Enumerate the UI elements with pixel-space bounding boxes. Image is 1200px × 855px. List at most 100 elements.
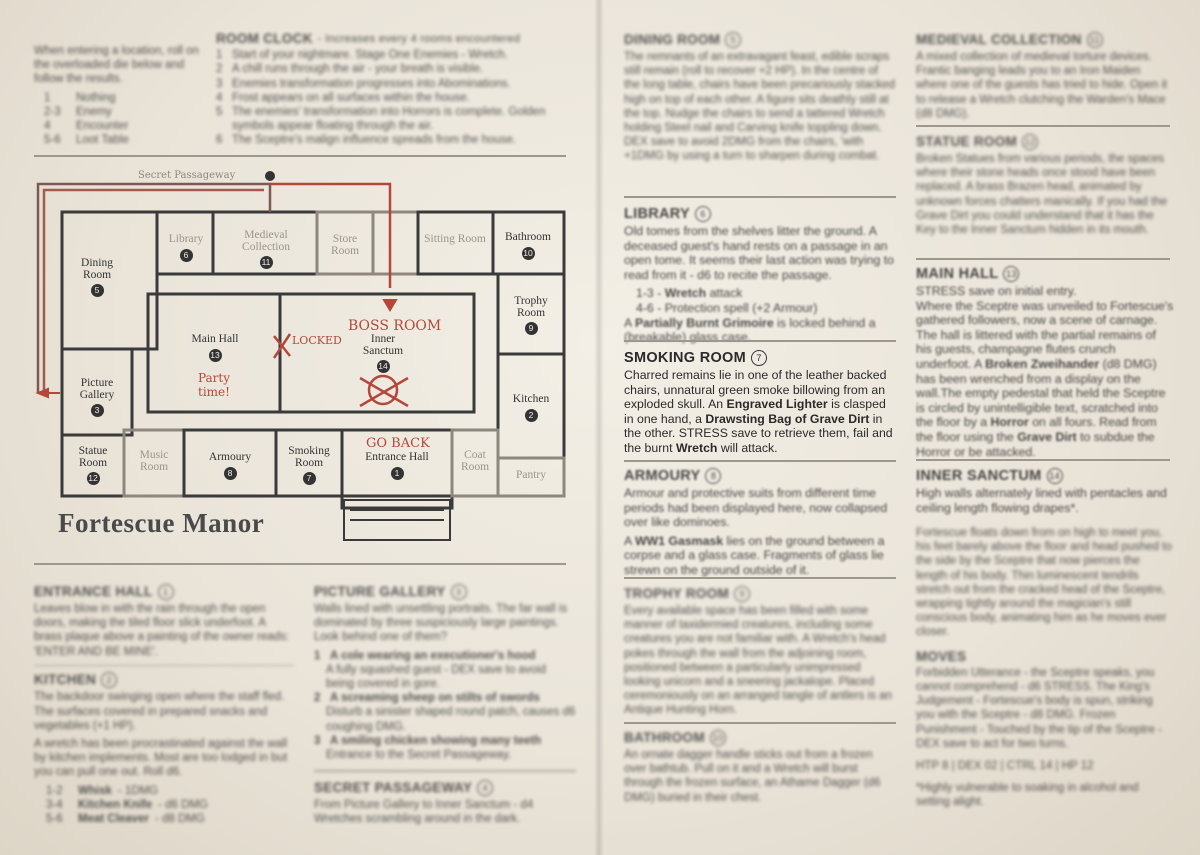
room-number: 1 [390, 466, 404, 480]
section-number: 7 [751, 350, 768, 366]
section-title: SECRET PASSAGEWAY [314, 779, 473, 795]
room-number: 10 [521, 246, 535, 260]
section-number: 3 [450, 584, 467, 600]
intro-section: When entering a location, roll on the ov… [34, 44, 209, 147]
bathroom-text: An ornate dagger handle sticks out from … [624, 749, 881, 804]
statue-room-text: Broken Statues from various periods, the… [916, 153, 1168, 237]
inner-sanctum-text: High walls alternately lined with pentac… [916, 486, 1167, 515]
moves-header: MOVES [916, 648, 1172, 664]
clock-step: 6 [216, 134, 223, 147]
room-name: Music Room [139, 449, 169, 473]
room-clock-subtitle: - Increases every 4 rooms encountered [317, 33, 521, 45]
painting-number: 1 [314, 649, 321, 662]
section-title: MOVES [916, 648, 967, 664]
section-number: 6 [695, 206, 712, 222]
loot-roll: 1-2 [46, 784, 63, 797]
item-name: Grave Dirt [1017, 429, 1077, 444]
result-outcome: Loot Table [76, 134, 129, 147]
divider [34, 155, 566, 157]
section-number: 5 [725, 32, 742, 48]
locked-note: LOCKED [292, 334, 342, 347]
enemy-name: Horror [990, 415, 1029, 430]
clock-text: The Sceptre's malign influence spreads f… [232, 134, 517, 147]
text-part: A [624, 315, 635, 330]
divider [916, 459, 1170, 461]
painting-result: Entrance to the Secret Passageway. [326, 749, 512, 762]
room-number: 8 [223, 466, 237, 480]
room-name: Pantry [515, 469, 547, 481]
room-name: Smoking Room [288, 445, 330, 469]
dining-room-text: The remnants of an extravagant feast, ed… [624, 51, 896, 163]
medieval-collection-text: A mixed collection of medieval torture d… [916, 51, 1168, 120]
armoury-text: Armour and protective suits from differe… [624, 486, 888, 530]
section-title: SMOKING ROOM [624, 349, 747, 366]
room-clock-section: ROOM CLOCK- Increases every 4 rooms enco… [216, 31, 576, 148]
room-number: 3 [90, 404, 104, 417]
loot-damage: - d8 DMG [154, 812, 205, 825]
option-roll: 1-3 - [636, 286, 665, 301]
section-number: 4 [477, 779, 494, 796]
section-number: 2 [101, 672, 118, 689]
section-number: 14 [1046, 468, 1063, 484]
library-option: 1-3 - Wretch attack [636, 286, 896, 301]
footnote: *Highly vulnerable to soaking in alcohol… [916, 782, 1139, 809]
clock-step: 5 [216, 106, 223, 119]
option-roll: 4-6 - [636, 300, 665, 315]
page-fold [594, 0, 604, 855]
section-title: KITCHEN [34, 672, 97, 688]
text-part: (d8 DMG) has been wrenched from a displa… [916, 356, 1166, 430]
section-number: 13 [1003, 266, 1020, 282]
boss-stats: HTP 8 | DEX 02 | CTRL 14 | HP 12 [916, 760, 1094, 773]
clock-text: The enemies' transformation into Horrors… [232, 106, 546, 133]
result-roll: 2-3 [44, 105, 61, 118]
divider [916, 258, 1170, 260]
clock-text: Start of your nightmare. Stage One Enemi… [232, 49, 508, 62]
section-title: PICTURE GALLERY [314, 583, 446, 599]
main-hall-text: Where the Sceptre was unveiled to Fortes… [916, 299, 1174, 460]
room-name: Sitting Room [424, 233, 486, 245]
text-part: A [624, 533, 635, 548]
clock-row: 5 The enemies' transformation into Horror… [216, 105, 576, 133]
section-title: ENTRANCE HALL [34, 583, 153, 599]
library-text: Old tomes from the shelves litter the gr… [624, 224, 894, 282]
room-name: Coat Room [460, 449, 490, 473]
clock-text: Enemies transformation progresses into A… [232, 77, 511, 90]
painting-result: A fully squashed guest - DEX save to avo… [326, 663, 546, 691]
clock-row: 6 The Sceptre's malign influence spreads … [216, 133, 576, 147]
painting-result: Disturb a sinister shaped round patch, c… [326, 706, 576, 733]
room-number: 7 [302, 472, 316, 485]
item-name: Engraved Lighter [726, 397, 828, 412]
room-name: Statue Room [78, 445, 108, 469]
divider [624, 722, 896, 724]
room-store: Store Room [318, 233, 372, 257]
secret-passageway-text: From Picture Gallery to Inner Sanctum - … [314, 798, 534, 825]
clock-text: Frost appears on all surfaces within the… [232, 91, 470, 104]
loot-damage: - d6 DMG [158, 798, 208, 811]
manor-map: LOCKED BOSS ROOM Party time! GO BACK Sec… [30, 168, 575, 548]
room-name: Dining Room [81, 257, 113, 281]
room-number: 13 [208, 348, 222, 362]
